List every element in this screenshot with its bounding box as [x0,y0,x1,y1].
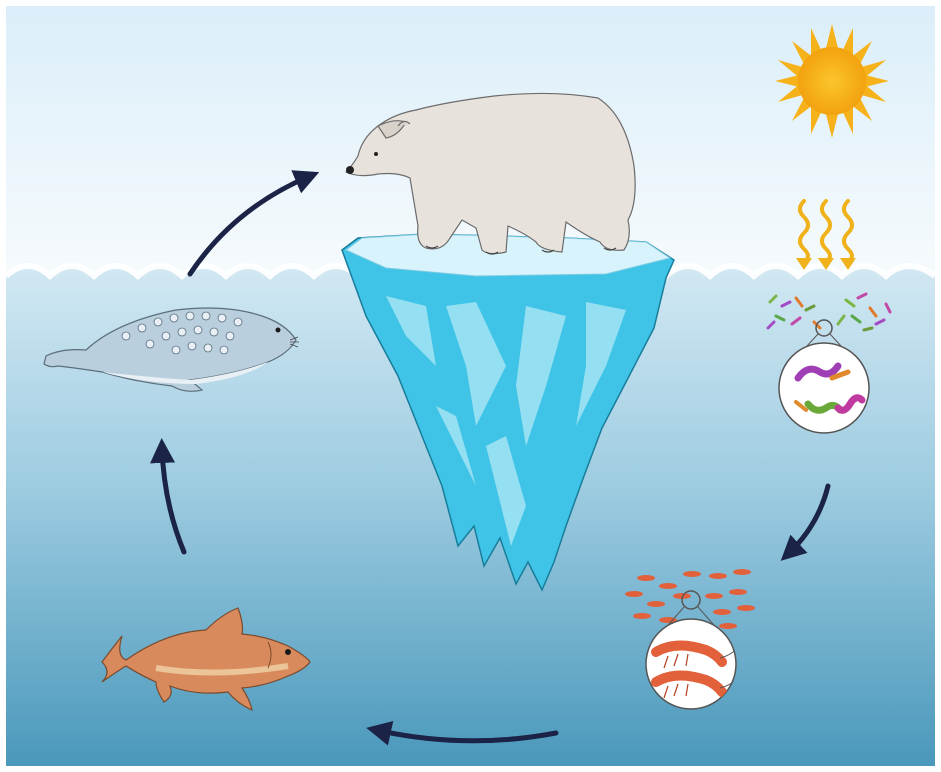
sun-icon [775,24,889,138]
diagram-frame [6,6,935,766]
diagram-canvas [6,6,935,766]
sunlight-arrowheads [796,258,856,270]
